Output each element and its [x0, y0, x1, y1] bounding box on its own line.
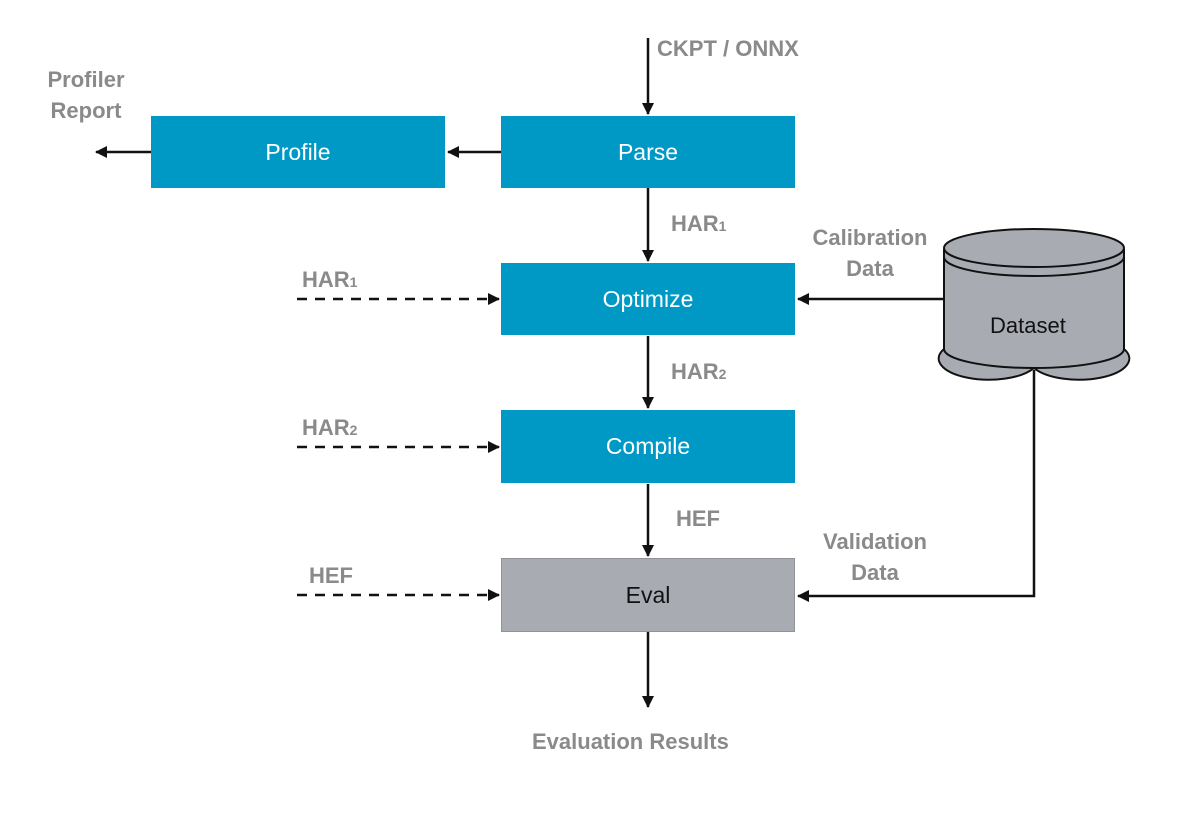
- profile-box: Profile: [151, 116, 445, 188]
- profiler-report-line2: Report: [50, 98, 122, 123]
- validation-line1: Validation: [823, 529, 927, 554]
- arrow-dataset-to-eval: [797, 370, 1036, 602]
- input-format-label: CKPT / ONNX: [657, 36, 799, 61]
- evaluation-results-label: Evaluation Results: [532, 729, 729, 754]
- dataset-label: Dataset: [990, 313, 1066, 338]
- har2-input-label: HAR2: [302, 412, 357, 446]
- har2-input-subscript: 2: [349, 422, 358, 438]
- profiler-report-label: Profiler Report: [38, 64, 134, 126]
- parse-label: Parse: [617, 138, 679, 165]
- calibration-line2: Data: [846, 256, 894, 281]
- calibration-line1: Calibration: [812, 225, 928, 250]
- validation-line2: Data: [851, 560, 899, 585]
- parse-box: Parse: [501, 116, 795, 188]
- profile-label: Profile: [265, 138, 331, 165]
- har1-output-subscript: 1: [718, 218, 727, 234]
- har1-input-label: HAR1: [302, 264, 357, 298]
- har1-input-subscript: 1: [349, 274, 358, 290]
- optimize-box: Optimize: [501, 263, 795, 335]
- compile-box: Compile: [501, 410, 795, 483]
- hef-input-label: HEF: [309, 563, 353, 588]
- hef-output-label: HEF: [676, 506, 720, 531]
- har1-output-text: HAR: [671, 211, 719, 236]
- har2-output-text: HAR: [671, 359, 719, 384]
- har2-output-label: HAR2: [671, 356, 726, 390]
- optimize-label: Optimize: [602, 285, 694, 312]
- har2-output-subscript: 2: [718, 366, 727, 382]
- validation-data-label: Validation Data: [806, 526, 944, 588]
- profiler-report-line1: Profiler: [47, 67, 125, 92]
- compile-label: Compile: [605, 433, 691, 459]
- har1-input-text: HAR: [302, 267, 350, 292]
- eval-label: Eval: [625, 581, 671, 608]
- har1-output-label: HAR1: [671, 208, 726, 242]
- calibration-data-label: Calibration Data: [798, 222, 942, 284]
- eval-box: Eval: [501, 558, 795, 632]
- har2-input-text: HAR: [302, 415, 350, 440]
- dataset-cylinder: [937, 228, 1131, 381]
